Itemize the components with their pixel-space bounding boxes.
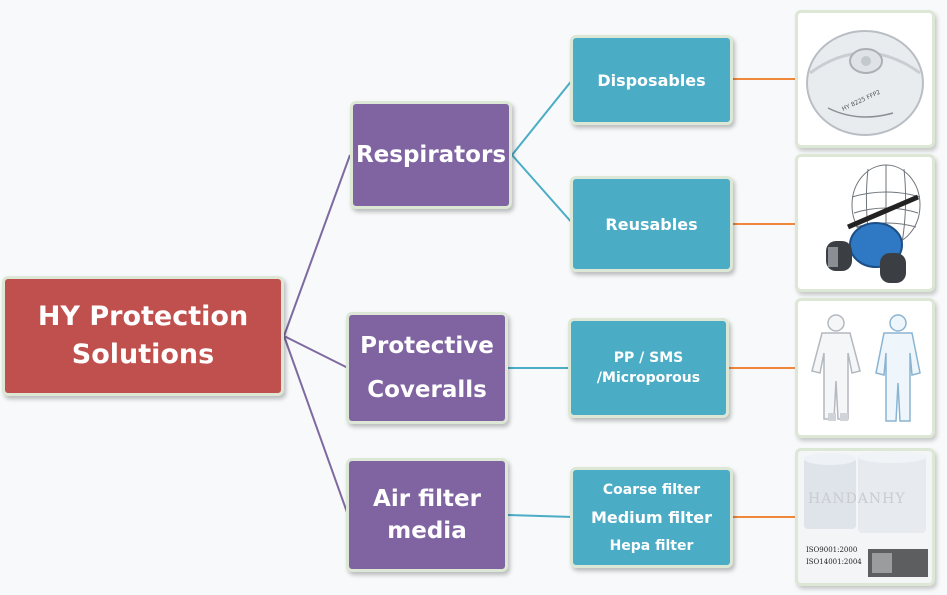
air-filter-media-image: HANDANHY ISO9001:2000 ISO14001:2004 bbox=[795, 448, 935, 586]
category-label-line1: Air filter bbox=[373, 486, 481, 512]
cert-iso14001: ISO14001:2004 bbox=[806, 558, 862, 566]
half-mask-respirator-icon bbox=[826, 164, 921, 283]
reusable-respirator-image bbox=[795, 154, 935, 292]
category-label-line2: Coveralls bbox=[367, 377, 487, 403]
category-label: Respirators bbox=[355, 142, 507, 168]
subitem-line2: /Microporous bbox=[596, 370, 701, 386]
subitem-line2: Medium filter bbox=[590, 507, 713, 527]
disposable-mask-icon: HY 8225 FFP2 bbox=[806, 30, 924, 136]
category-node-respirators: Respirators bbox=[350, 101, 512, 209]
subitem-node-disposables: Disposables bbox=[570, 35, 733, 125]
subitem-label: Disposables bbox=[597, 70, 706, 90]
subitem-node-pp-sms-microporous: PP / SMS /Microporous bbox=[568, 318, 729, 418]
connector-respirators-reusables bbox=[511, 154, 574, 225]
connector-root-airfilter bbox=[283, 335, 349, 516]
category-node-protective-coveralls: Protective Coveralls bbox=[346, 312, 508, 424]
subitem-label: Reusables bbox=[605, 214, 698, 234]
root-line1: HY Protection bbox=[37, 301, 249, 332]
filter-rolls-icon bbox=[804, 451, 928, 577]
category-label-line2: media bbox=[387, 518, 467, 544]
watermark-text: HANDANHY bbox=[808, 491, 906, 507]
category-label-line1: Protective bbox=[360, 333, 494, 359]
coverall-suit-icon bbox=[811, 314, 921, 422]
protective-coverall-image bbox=[795, 298, 935, 438]
subitem-node-reusables: Reusables bbox=[570, 176, 733, 272]
subitem-line1: Coarse filter bbox=[602, 481, 701, 498]
root-line2: Solutions bbox=[71, 339, 215, 370]
disposable-respirator-image: HY 8225 FFP2 bbox=[795, 10, 935, 148]
cert-iso9001: ISO9001:2000 bbox=[806, 546, 858, 554]
root-node-hy-protection-solutions: HY Protection Solutions bbox=[2, 276, 284, 396]
connector-airfilter-media bbox=[507, 514, 574, 518]
connector-respirators-disposables bbox=[511, 78, 574, 156]
category-node-air-filter-media: Air filter media bbox=[346, 458, 508, 572]
subitem-line1: PP / SMS bbox=[613, 350, 684, 366]
subitem-line3: Hepa filter bbox=[609, 537, 694, 554]
subitem-node-filter-types: Coarse filter Medium filter Hepa filter bbox=[570, 467, 733, 568]
connector-root-respirators bbox=[283, 154, 351, 337]
connector-root-coveralls bbox=[283, 335, 349, 369]
